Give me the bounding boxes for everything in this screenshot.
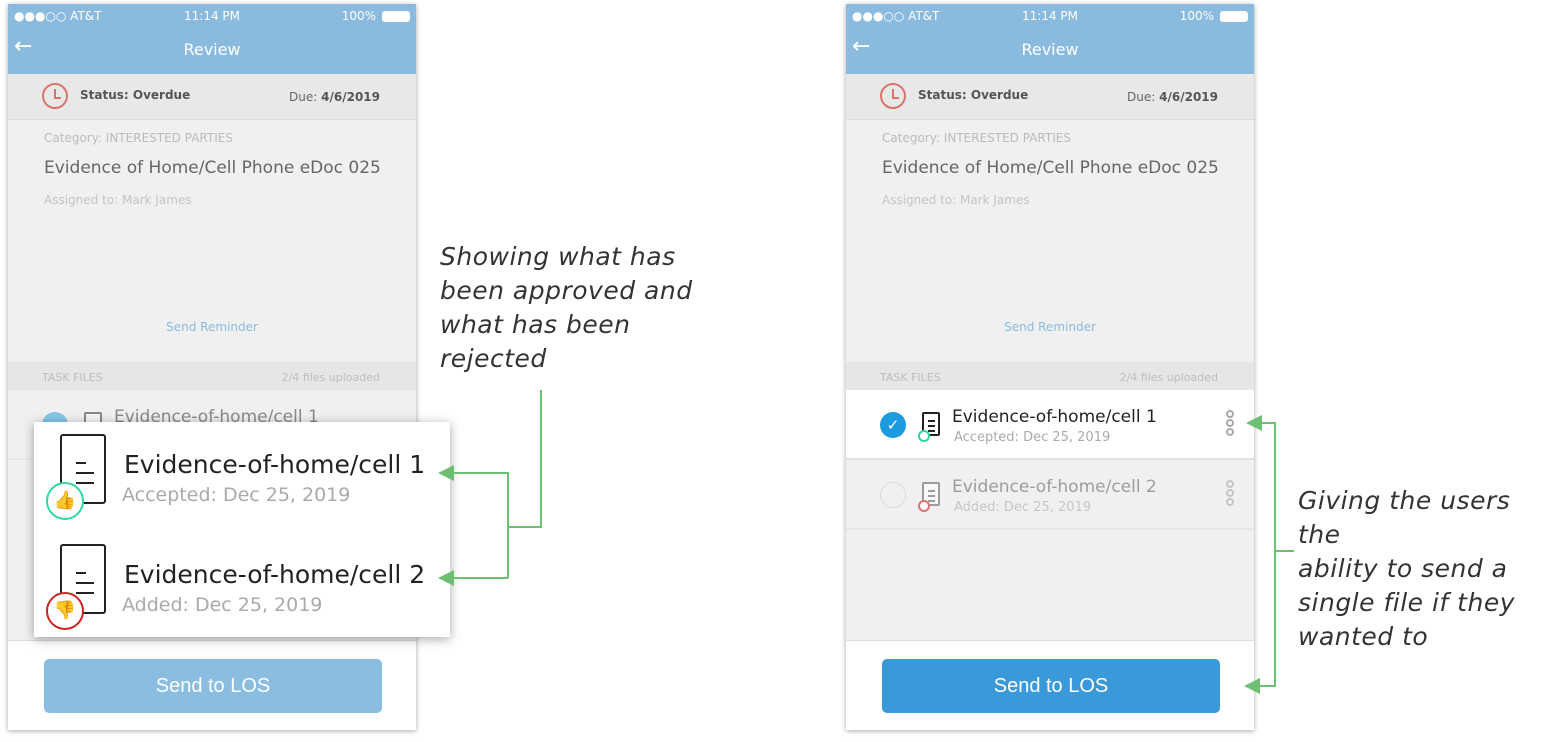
arrow-icon: [1246, 415, 1262, 431]
assigned-to: Assigned to: Mark James: [44, 193, 192, 207]
connector-line: [507, 472, 509, 578]
battery-icon: [1220, 11, 1248, 22]
nav-bar: ●●●○○ AT&T 11:14 PM 100% ← Review: [846, 4, 1254, 74]
bottom-bar: Send to LOS: [846, 640, 1254, 730]
task-name: Evidence of Home/Cell Phone eDoc 025: [882, 158, 1219, 178]
category: Category: INTERESTED PARTIES: [44, 131, 233, 145]
category: Category: INTERESTED PARTIES: [882, 131, 1071, 145]
clock-icon: [42, 83, 68, 109]
task-name: Evidence of Home/Cell Phone eDoc 025: [44, 158, 381, 178]
connector-line: [1274, 550, 1294, 552]
file-name: Evidence-of-home/cell 2: [124, 560, 426, 589]
back-arrow-icon[interactable]: ←: [852, 34, 871, 59]
task-files-label: TASK FILES: [880, 371, 941, 384]
bottom-bar: Send to LOS: [8, 640, 416, 730]
send-to-los-button[interactable]: Send to LOS: [882, 659, 1220, 713]
due-date: Due: 4/6/2019: [289, 90, 380, 104]
due-date: Due: 4/6/2019: [1127, 90, 1218, 104]
battery: 100%: [341, 9, 376, 23]
file-name: Evidence-of-home/cell 2: [952, 477, 1157, 497]
file-row[interactable]: ✓ Evidence-of-home/cell 1 Accepted: Dec …: [846, 390, 1254, 460]
arrow-icon: [1244, 678, 1260, 694]
status-text: Status: Overdue: [918, 88, 1029, 102]
file-row[interactable]: Evidence-of-home/cell 2 Added: Dec 25, 2…: [846, 460, 1254, 530]
document-icon: [60, 544, 106, 614]
connector-line: [507, 526, 542, 528]
file-date: Accepted: Dec 25, 2019: [122, 484, 351, 506]
time: 11:14 PM: [184, 9, 240, 23]
clock-icon: [880, 83, 906, 109]
checkbox-checked-icon[interactable]: ✓: [880, 412, 906, 438]
files-count: 2/4 files uploaded: [1119, 371, 1218, 384]
file-date: Added: Dec 25, 2019: [954, 500, 1092, 515]
send-to-los-button[interactable]: Send to LOS: [44, 659, 382, 713]
connector-line: [452, 472, 508, 474]
more-options-icon[interactable]: [1226, 480, 1236, 507]
file-status-callout: 👍 Evidence-of-home/cell 1 Accepted: Dec …: [34, 422, 450, 637]
task-files-header: TASK FILES 2/4 files uploaded: [846, 362, 1254, 390]
file-date: Added: Dec 25, 2019: [122, 594, 323, 616]
assigned-to: Assigned to: Mark James: [882, 193, 1030, 207]
battery-icon: [382, 11, 410, 22]
carrier: ●●●○○ AT&T: [852, 9, 940, 23]
file-name: Evidence-of-home/cell 1: [952, 407, 1157, 427]
connector-line: [1260, 422, 1276, 424]
connector-line: [1260, 685, 1276, 687]
status-row: Status: Overdue Due: 4/6/2019: [846, 74, 1254, 120]
status-row: Status: Overdue Due: 4/6/2019: [8, 74, 416, 120]
thumbs-down-icon: 👎: [46, 592, 84, 630]
checkbox[interactable]: [880, 482, 906, 508]
thumbs-down-icon: [918, 500, 930, 512]
thumbs-up-icon: 👍: [46, 482, 84, 520]
more-options-icon[interactable]: [1226, 410, 1236, 437]
nav-bar: ●●●○○ AT&T 11:14 PM 100% ← Review: [8, 4, 416, 74]
arrow-icon: [438, 570, 454, 586]
arrow-icon: [438, 465, 454, 481]
task-files-header: TASK FILES 2/4 files uploaded: [8, 362, 416, 390]
status-text: Status: Overdue: [80, 88, 191, 102]
send-reminder-link[interactable]: Send Reminder: [166, 320, 258, 334]
task-files-label: TASK FILES: [42, 371, 103, 384]
files-count: 2/4 files uploaded: [281, 371, 380, 384]
carrier: ●●●○○ AT&T: [14, 9, 102, 23]
send-reminder-link[interactable]: Send Reminder: [1004, 320, 1096, 334]
time: 11:14 PM: [1022, 9, 1078, 23]
battery: 100%: [1179, 9, 1214, 23]
page-title: Review: [1021, 40, 1079, 59]
connector-line: [452, 577, 508, 579]
file-name: Evidence-of-home/cell 1: [124, 450, 426, 479]
connector-line: [1274, 422, 1276, 686]
back-arrow-icon[interactable]: ←: [14, 34, 33, 59]
connector-line: [540, 390, 542, 528]
page-title: Review: [183, 40, 241, 59]
thumbs-up-icon: [918, 430, 930, 442]
file-date: Accepted: Dec 25, 2019: [954, 430, 1111, 445]
phone-right: ●●●○○ AT&T 11:14 PM 100% ← Review Status…: [846, 4, 1254, 730]
